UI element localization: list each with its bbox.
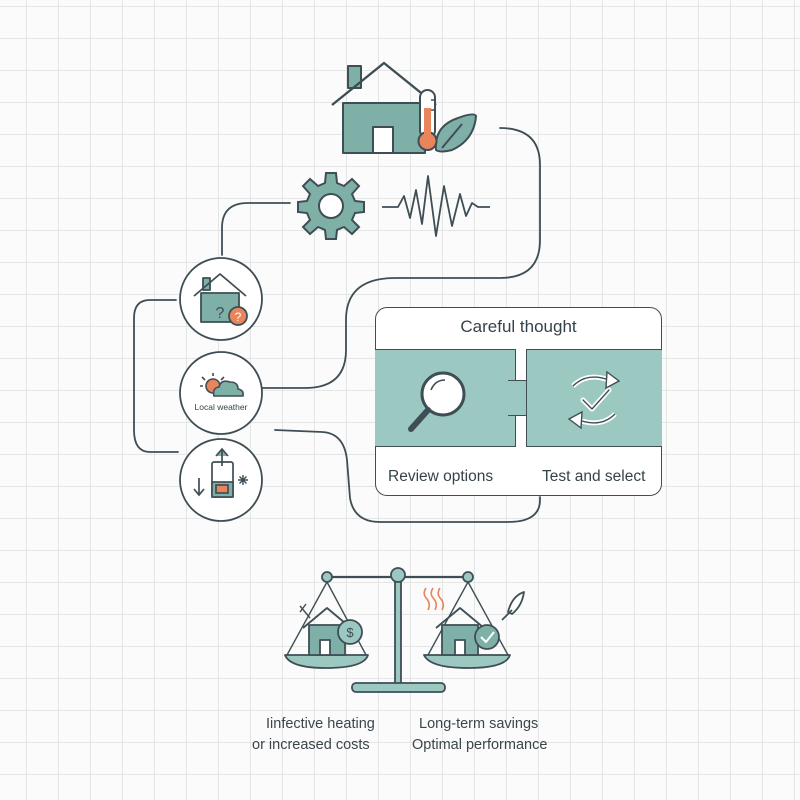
signal-wave-icon bbox=[382, 175, 490, 237]
review-options-label: Review options bbox=[388, 468, 494, 485]
magnifier-icon bbox=[408, 371, 466, 432]
panel-connector bbox=[508, 380, 530, 416]
connector-lines bbox=[133, 127, 541, 523]
question-mark-text: ? bbox=[216, 305, 225, 322]
left-caption-line-2: or increased costs bbox=[252, 737, 370, 753]
question-mark-small-text: ? bbox=[235, 310, 242, 324]
inefficient-house-icon: $ bbox=[299, 603, 363, 656]
cycle-check-icon bbox=[567, 370, 621, 430]
heat-pump-icon bbox=[193, 447, 248, 498]
careful-thought-card: Careful thought Review options Test and … bbox=[375, 307, 662, 496]
gear-icon bbox=[297, 172, 365, 240]
right-scale-caption: Long-term savings Optimal performance bbox=[412, 714, 562, 756]
efficient-house-icon bbox=[423, 587, 525, 656]
review-options-panel bbox=[375, 349, 516, 447]
test-select-panel bbox=[526, 349, 662, 447]
right-caption-line-2: Optimal performance bbox=[412, 737, 548, 753]
card-title: Careful thought bbox=[460, 317, 577, 336]
left-caption-line-1: Iinfective heating bbox=[266, 716, 375, 732]
sun-cloud-icon bbox=[200, 373, 244, 397]
right-caption-line-1: Long-term savings bbox=[419, 716, 539, 732]
house-question-icon: ? ? bbox=[193, 273, 248, 326]
house-thermometer-icon bbox=[331, 61, 477, 154]
local-weather-label: Local weather bbox=[194, 402, 248, 412]
dollar-sign-text: $ bbox=[346, 625, 354, 640]
balance-scale-icon bbox=[284, 567, 511, 693]
test-select-label: Test and select bbox=[542, 468, 646, 485]
left-scale-caption: Iinfective heating or increased costs bbox=[252, 714, 416, 756]
